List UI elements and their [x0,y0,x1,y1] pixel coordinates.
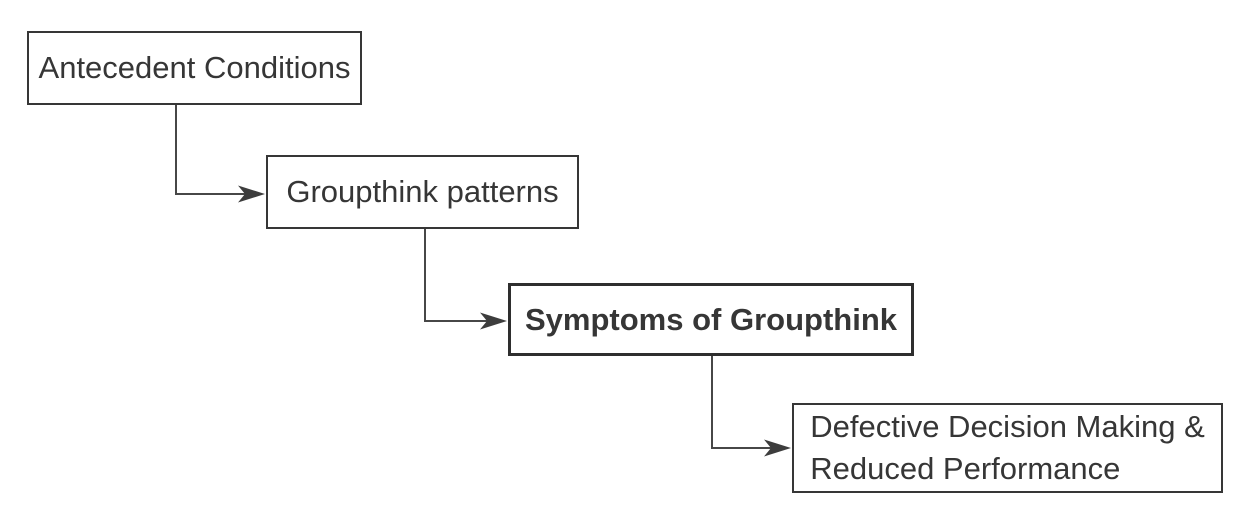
node-label: Defective Decision Making & [810,409,1205,444]
node-label: Antecedent Conditions [38,50,351,85]
node-label: Reduced Performance [810,451,1121,486]
node-symptoms-of-groupthink: Symptoms of Groupthink [508,283,914,356]
arrowhead-icon [238,185,265,203]
node-label-lines: Defective Decision Making & Reduced Perf… [810,406,1205,490]
connector-edge-2 [424,229,487,322]
node-groupthink-patterns: Groupthink patterns [266,155,579,229]
connector-edge-1 [175,105,245,195]
node-label: Groupthink patterns [286,174,559,209]
node-label: Symptoms of Groupthink [525,301,897,337]
node-antecedent-conditions: Antecedent Conditions [27,31,362,105]
arrowhead-icon [764,439,791,457]
arrowhead-icon [480,312,507,330]
connector-edge-3 [711,356,771,449]
node-defective-decision-making: Defective Decision Making & Reduced Perf… [792,403,1223,493]
